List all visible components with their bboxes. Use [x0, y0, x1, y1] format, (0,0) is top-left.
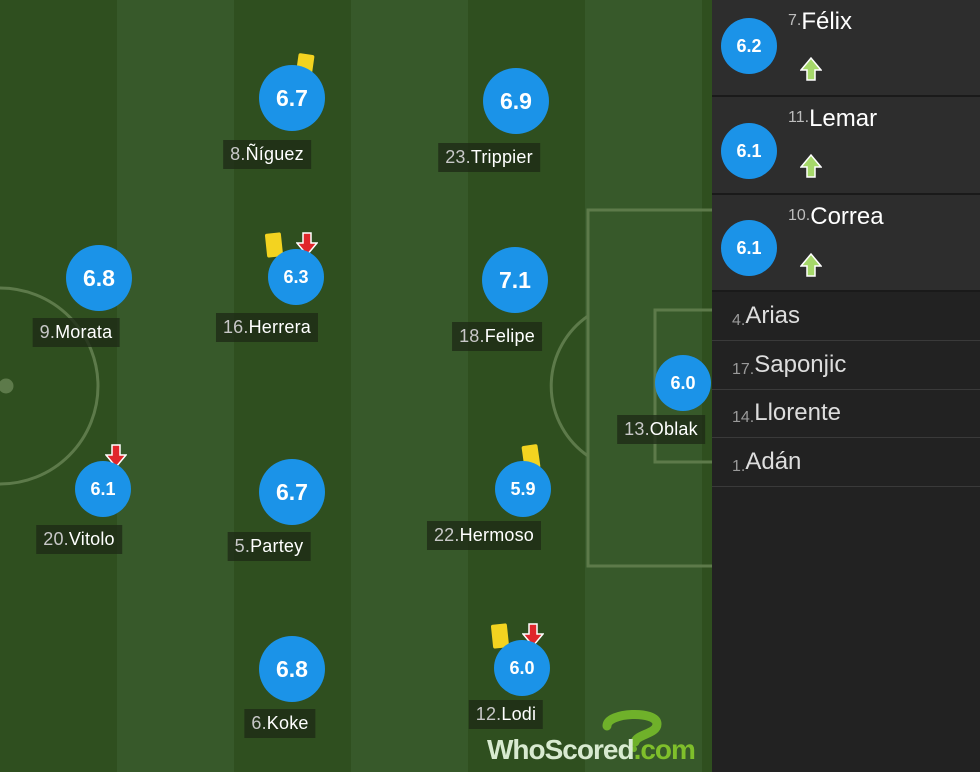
- player-rating: 5.9: [495, 461, 551, 517]
- player-name-text: Correa: [810, 203, 884, 230]
- logo-text: WhoScored.com: [487, 734, 696, 766]
- player-number: 1.: [732, 458, 746, 475]
- player-name: 8.Ñíguez: [223, 140, 311, 169]
- player-rating: 6.7: [259, 65, 325, 131]
- sub-on-arrow-icon: [800, 56, 822, 81]
- player-name-text: Koke: [266, 713, 309, 733]
- player-rating: 6.2: [721, 18, 777, 74]
- player-rating: 6.9: [483, 68, 549, 134]
- player-name-text: Llorente: [754, 399, 841, 426]
- player-name: 18.Felipe: [452, 322, 542, 351]
- player-name-text: Herrera: [248, 317, 312, 337]
- player-name-text: Vitolo: [68, 529, 115, 549]
- bench-row[interactable]: 4.Arias: [712, 292, 980, 341]
- player-name-text: Arias: [745, 302, 801, 329]
- substitute-row[interactable]: 6.2 7.Félix: [712, 0, 980, 97]
- player-rating: 6.3: [268, 249, 324, 305]
- pitch: 6.7 8.Ñíguez 6.9 23.Trippier 6.8 9.Morat…: [0, 0, 712, 772]
- player-name: 5.Partey: [227, 532, 311, 561]
- player-name: 23.Trippier: [438, 143, 540, 172]
- sub-on-arrow-icon: [800, 153, 822, 178]
- player-name: 13.Oblak: [617, 415, 705, 444]
- player-name-text: Morata: [55, 322, 113, 342]
- player-number: 22.: [433, 525, 460, 545]
- player-name: 6.Koke: [244, 709, 316, 738]
- logo-text-suffix: .com: [633, 734, 696, 765]
- player-name-text: Félix: [801, 8, 853, 35]
- bench-row[interactable]: 14.Llorente: [712, 389, 980, 438]
- player-number: 23.: [445, 147, 471, 167]
- player-name: 9.Morata: [32, 318, 120, 347]
- pitch-markings: [0, 208, 712, 568]
- player-name: 14.Llorente: [732, 399, 841, 427]
- player-rating: 6.0: [494, 640, 550, 696]
- player-number: 16.: [222, 317, 249, 337]
- player-rating: 6.1: [721, 220, 777, 276]
- sub-off-arrow-icon: [105, 444, 127, 469]
- player-number: 9.: [39, 322, 56, 342]
- player-name: 16.Herrera: [215, 313, 319, 342]
- player-rating: 7.1: [482, 247, 548, 313]
- player-number: 13.: [624, 419, 650, 439]
- sub-off-arrow-icon: [296, 232, 318, 257]
- player-name: 10.Correa: [788, 203, 884, 231]
- player-number: 17.: [732, 361, 755, 378]
- logo-question-mark-icon: [602, 709, 662, 752]
- player-name: 17.Saponjic: [732, 351, 846, 379]
- player-rating: 6.7: [259, 459, 325, 525]
- logo-text-main: WhoScored: [487, 734, 635, 765]
- player-name-text: Hermoso: [459, 525, 535, 545]
- player-name-text: Adán: [745, 448, 802, 475]
- player-name-text: Trippier: [470, 147, 533, 167]
- player-name-text: Ñíguez: [245, 144, 304, 164]
- player-number: 18.: [459, 326, 485, 346]
- substitute-row[interactable]: 6.1 11.Lemar: [712, 97, 980, 195]
- player-rating: 6.8: [66, 245, 132, 311]
- player-number: 14.: [732, 409, 755, 426]
- sub-on-arrow-icon: [800, 252, 822, 277]
- player-name: 1.Adán: [732, 448, 801, 476]
- player-rating: 6.1: [721, 123, 777, 179]
- bench-row[interactable]: 17.Saponjic: [712, 341, 980, 390]
- player-number: 7.: [788, 12, 802, 29]
- player-number: 8.: [230, 144, 246, 164]
- player-rating: 6.1: [75, 461, 131, 517]
- player-name-text: Saponjic: [754, 351, 847, 378]
- player-rating: 6.0: [655, 355, 711, 411]
- player-name-text: Oblak: [649, 419, 698, 439]
- player-name-text: Felipe: [484, 326, 535, 346]
- player-name-text: Lemar: [809, 105, 878, 132]
- player-rating: 6.8: [259, 636, 325, 702]
- substitutes-panel: 6.2 7.Félix 6.1 11.Lemar 6.1 10.Correa 4…: [712, 0, 980, 772]
- substitute-row[interactable]: 6.1 10.Correa: [712, 195, 980, 292]
- player-number: 20.: [43, 529, 69, 549]
- player-number: 10.: [788, 207, 811, 224]
- player-name: 20.Vitolo: [36, 525, 122, 554]
- player-name: 7.Félix: [788, 8, 852, 36]
- sub-off-arrow-icon: [522, 623, 544, 648]
- whoscored-logo[interactable]: WhoScored.com: [487, 709, 707, 772]
- player-number: 6.: [251, 713, 267, 733]
- player-name: 12.Lodi: [468, 700, 544, 729]
- player-name-text: Lodi: [501, 704, 537, 724]
- player-number: 4.: [732, 312, 746, 329]
- player-name: 4.Arias: [732, 302, 800, 330]
- player-number: 12.: [475, 704, 502, 724]
- player-name: 22.Hermoso: [426, 521, 542, 550]
- player-number: 5.: [234, 536, 251, 556]
- player-name: 11.Lemar: [788, 105, 877, 133]
- player-number: 11.: [788, 109, 810, 126]
- bench-row[interactable]: 1.Adán: [712, 438, 980, 487]
- player-name-text: Partey: [250, 536, 304, 556]
